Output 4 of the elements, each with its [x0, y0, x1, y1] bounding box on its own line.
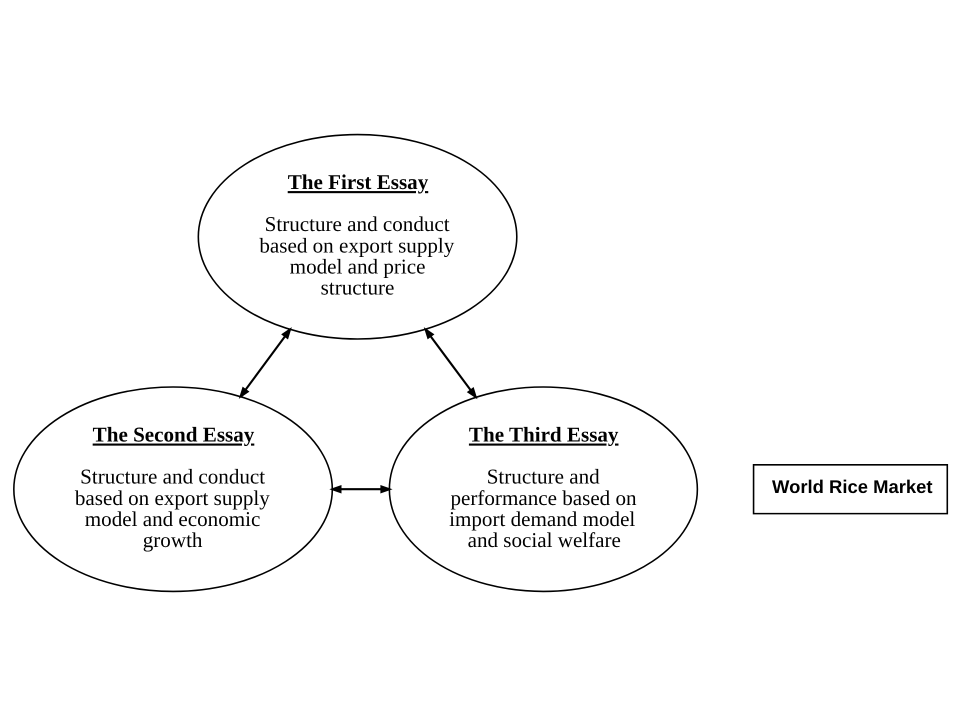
arrow: [238, 326, 292, 398]
node-box: World Rice Market: [752, 464, 948, 514]
arrow: [424, 326, 478, 399]
arrow: [329, 484, 393, 493]
